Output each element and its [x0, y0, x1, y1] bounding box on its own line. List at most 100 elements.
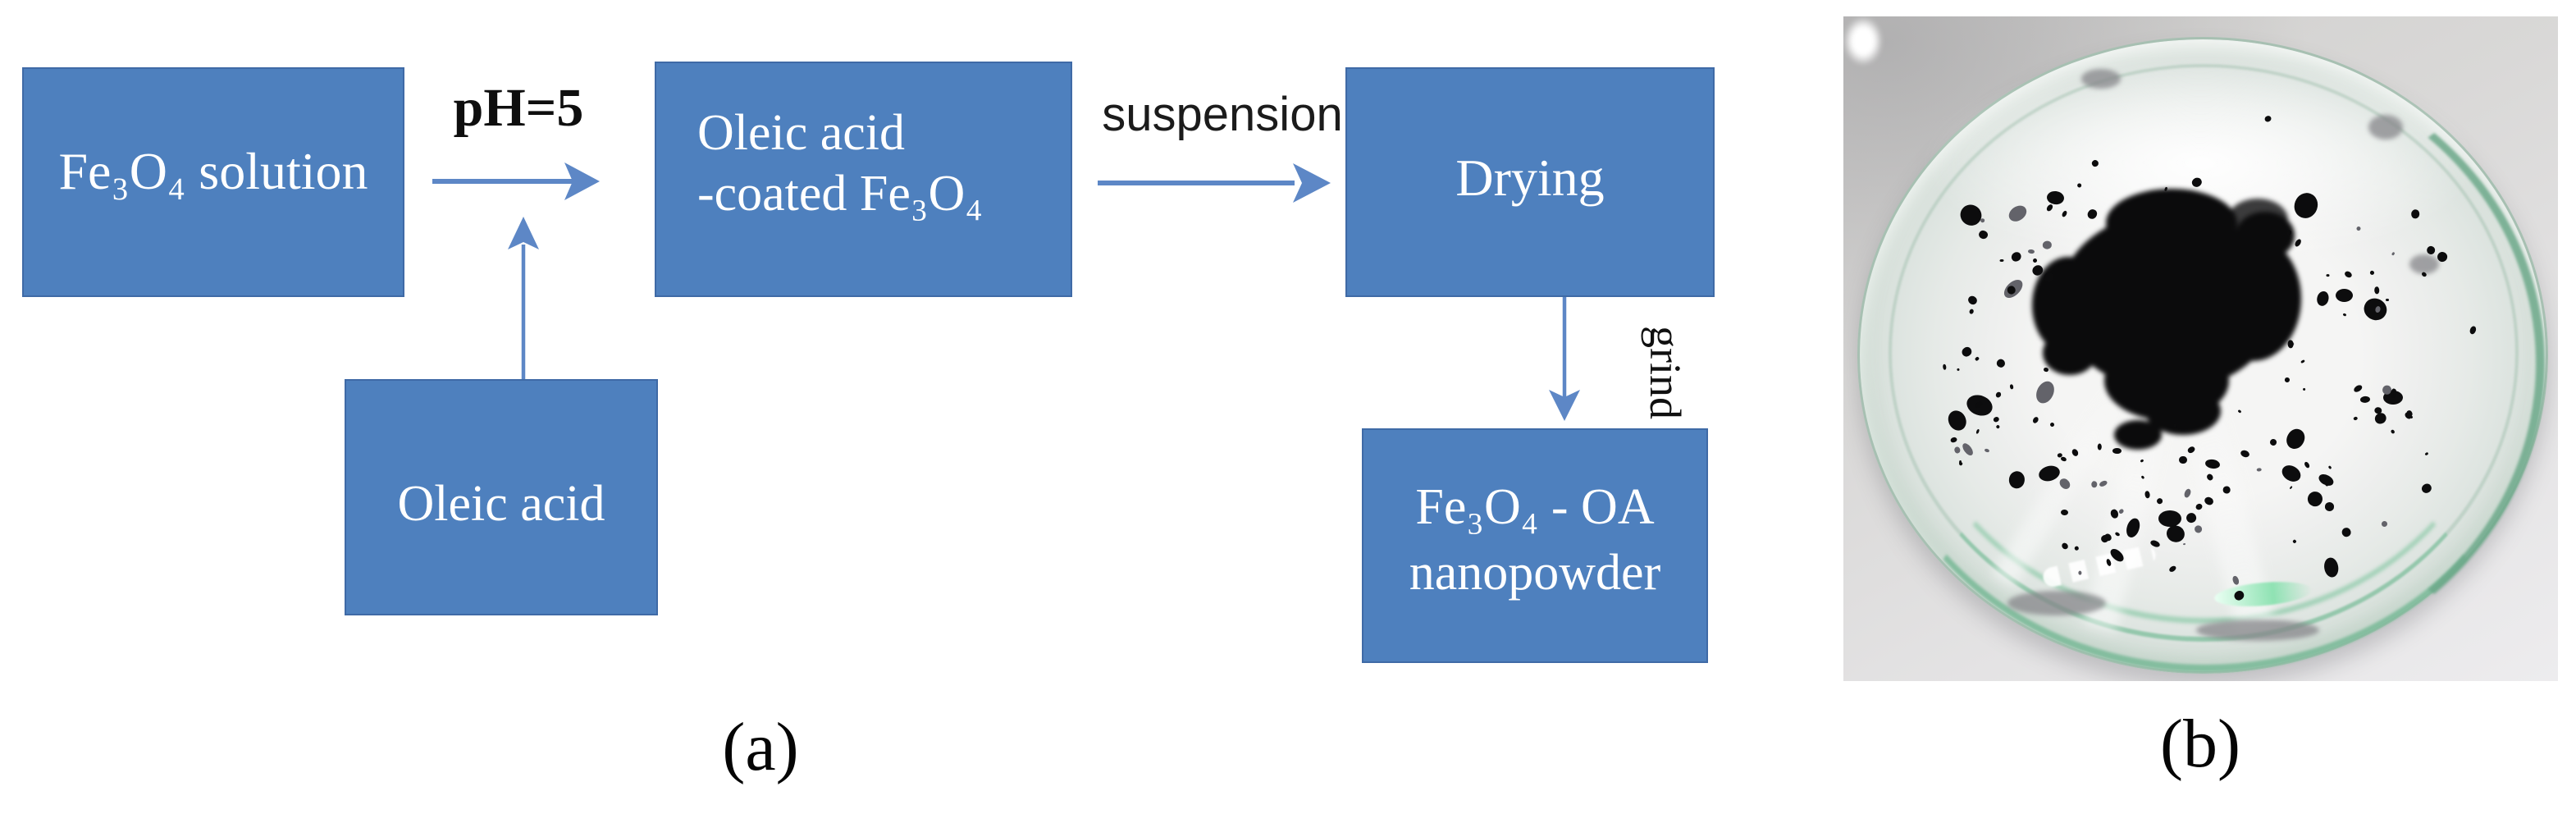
powder-speck — [2045, 203, 2054, 213]
powder-speck — [2030, 263, 2045, 278]
panel-a-caption: (a) — [722, 709, 799, 785]
powder-speck — [2105, 558, 2112, 567]
powder-speck — [2304, 461, 2311, 469]
powder-speck — [2291, 190, 2322, 222]
powder-speck — [2090, 158, 2099, 167]
powder-speck — [1960, 345, 1974, 359]
powder-speck — [2076, 182, 2082, 188]
powder-speck — [2327, 464, 2332, 469]
powder-speck — [2149, 539, 2161, 549]
powder-speck — [1978, 229, 1989, 240]
powder-speck — [2369, 270, 2376, 277]
powder-speck — [2343, 269, 2354, 279]
powder-speck — [2042, 240, 2052, 249]
arrow-ph-head — [564, 162, 600, 200]
powder-speck — [2031, 416, 2040, 425]
dish-left-highlight — [1843, 16, 1883, 66]
powder-speck — [2187, 445, 2197, 455]
powder-speck — [2073, 545, 2080, 551]
powder-speck — [2411, 208, 2420, 219]
powder-speck — [2195, 502, 2204, 511]
powder-speck — [1953, 446, 1962, 455]
residue-smudge — [2081, 69, 2121, 89]
powder-speck — [2204, 458, 2222, 470]
powder-speck — [2304, 488, 2326, 510]
powder-speck — [2232, 588, 2246, 602]
powder-speck — [1975, 428, 1980, 434]
powder-speck — [1957, 368, 1961, 371]
flow-box-oleic-acid-text: Oleic acid — [397, 475, 605, 532]
powder-speck — [2091, 481, 2097, 488]
powder-speck — [2009, 249, 2023, 264]
powder-speck — [2183, 542, 2186, 546]
powder-speck — [2283, 426, 2309, 452]
residue-smudge — [2196, 620, 2319, 641]
powder-speck — [2424, 452, 2429, 456]
powder-speck — [2000, 259, 2004, 263]
powder-speck — [2354, 225, 2361, 231]
residue-smudge — [2007, 591, 2106, 615]
flow-box-drying: Drying — [1345, 67, 1715, 297]
powder-speck — [2341, 527, 2352, 538]
powder-speck — [2042, 270, 2056, 284]
powder-speck — [2164, 186, 2168, 192]
arrow-suspension-head — [1293, 163, 1331, 203]
powder-speck — [2097, 443, 2102, 450]
powder-speck — [2223, 486, 2231, 494]
powder-speck — [2263, 115, 2272, 123]
grind-arrow-label-text: grind — [1641, 326, 1690, 419]
powder-speck — [2172, 423, 2178, 428]
powder-speck — [2420, 482, 2434, 495]
powder-speck — [2205, 473, 2214, 482]
powder-speck — [2360, 396, 2371, 404]
residue-smudge — [2409, 254, 2439, 274]
powder-speck — [2390, 387, 2397, 399]
powder-speck — [1984, 447, 1990, 453]
powder-speck — [1980, 217, 1985, 223]
powder-speck — [2382, 521, 2388, 528]
powder-speck — [1966, 294, 1980, 306]
powder-speck — [2374, 286, 2380, 295]
powder-speck — [2425, 245, 2437, 256]
flow-box-oleic-coated: Oleic acid -coated Fe₃O₄ — [655, 62, 1072, 297]
powder-speck — [2144, 490, 2151, 499]
powder-speck — [2202, 496, 2214, 507]
powder-speck — [2269, 438, 2278, 447]
powder-speck — [2391, 251, 2396, 256]
powder-speck — [2140, 475, 2145, 480]
powder-speck — [2256, 468, 2262, 473]
flow-box-fe3o4-solution: Fe₃O₄ solution — [22, 67, 404, 297]
powder-speck — [2192, 524, 2204, 534]
flow-box-oleic-coated-line1: Oleic acid — [697, 104, 906, 161]
powder-speck — [2284, 377, 2291, 383]
powder-speck — [2049, 422, 2054, 428]
powder-speck — [2324, 502, 2335, 512]
powder-speck — [2042, 367, 2048, 373]
panel-b-caption: (b) — [2160, 706, 2240, 782]
powder-speck — [2352, 384, 2364, 394]
powder-speck — [2239, 448, 2250, 459]
powder-speck — [2061, 509, 2069, 516]
powder-speck — [2085, 208, 2099, 222]
powder-speck — [1995, 357, 2007, 370]
powder-speck — [2033, 378, 2058, 407]
powder-speck — [2292, 539, 2298, 544]
flow-box-nanopowder: Fe₃O₄ - OA nanopowder — [1362, 428, 1708, 663]
powder-pile — [1843, 16, 2558, 681]
powder-speck — [2032, 257, 2039, 263]
powder-speck — [2009, 383, 2014, 390]
powder-speck — [2178, 455, 2187, 464]
powder-speck — [2168, 564, 2177, 573]
powder-speck — [2078, 570, 2082, 575]
powder-speck — [2300, 359, 2306, 364]
powder-speck — [2071, 447, 2080, 458]
arrow-oleic-up-head — [508, 217, 539, 249]
suspension-arrow-label: suspension — [1102, 88, 1343, 141]
powder-speck — [2164, 523, 2187, 545]
arrow-grind-down-head — [1549, 390, 1580, 421]
powder-speck — [2353, 416, 2358, 421]
powder-speck — [2114, 532, 2121, 537]
powder-speck — [2237, 409, 2242, 414]
powder-speck — [2469, 325, 2478, 336]
